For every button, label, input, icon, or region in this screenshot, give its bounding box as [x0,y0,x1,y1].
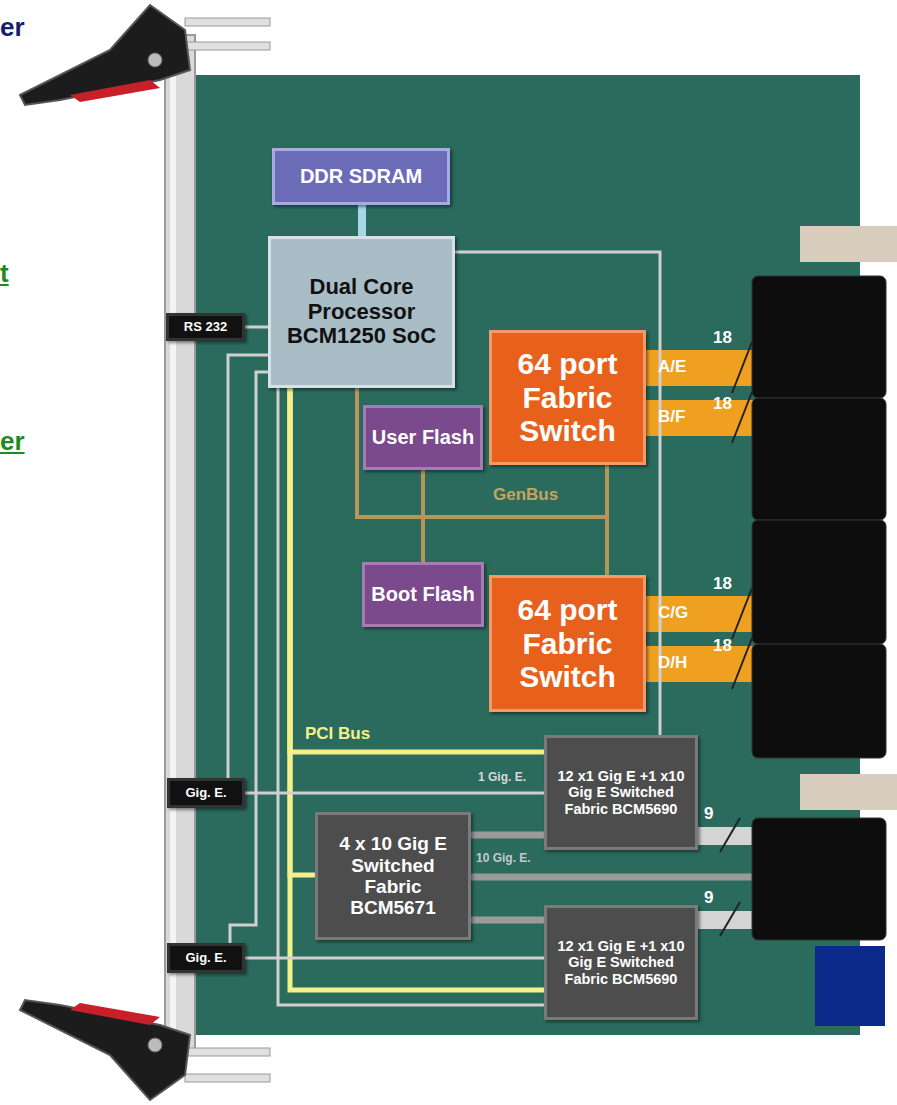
backplane-connector [752,818,886,940]
flash-box: Boot Flash [362,562,483,627]
bus-slash [732,342,752,393]
page-fragment: er [0,426,25,457]
lane-count: 18 [713,636,732,656]
bus-line [455,252,660,735]
bus-slash [732,588,752,639]
ejector-pivot [148,53,162,67]
bus-slash [720,818,740,852]
switch-chip-box: 4 x 10 Gig E Switched Fabric BCM5671 [315,812,471,940]
front-panel [165,35,195,1050]
node-text: Dual Core Processor BCM1250 SoC [287,275,437,349]
port-box: Gig. E. [167,778,245,808]
guide-pin [185,42,270,50]
bus-slash [720,902,740,936]
memory-box: DDR SDRAM [272,148,450,205]
ejector-pivot [148,1038,162,1052]
port-name: B/F [658,407,685,427]
bus-slash [732,392,752,443]
bus-line [358,205,366,236]
node-text: User Flash [372,426,474,448]
node-text: Boot Flash [371,583,474,605]
ten-gig-link [470,874,755,881]
bus-line [245,326,268,329]
bus-line [471,832,544,839]
node-text: DDR SDRAM [300,165,422,187]
guide-pin [185,1048,270,1056]
bus-name: GenBus [493,485,558,505]
lane-count: 18 [713,328,732,348]
page-fragment: t [0,258,9,289]
connector-key [800,226,897,262]
bus-line [471,917,544,924]
edge-label: 1 Gig. E. [476,770,528,784]
panel-highlight [170,35,176,1050]
backplane-connector [752,520,886,644]
node-text: RS 232 [184,320,227,335]
flash-box: User Flash [363,405,483,470]
guide-pin [185,1074,270,1082]
lane-count: 18 [713,574,732,594]
blue-block [815,946,885,1026]
switch-chip-box: 12 x1 Gig E +1 x10 Gig E Switched Fabric… [544,735,698,850]
bus-line [245,957,544,960]
node-text: Gig. E. [185,951,226,966]
node-text: 12 x1 Gig E +1 x10 Gig E Switched Fabric… [552,768,690,817]
processor-box: Dual Core Processor BCM1250 SoC [268,236,455,388]
page-fragment: er [0,12,25,43]
port-box: RS 232 [166,313,245,342]
bus-name: 10 Gig. E. [476,851,531,865]
lane-count: 9 [704,804,713,824]
guide-pin [185,18,270,26]
lane-count: 18 [713,394,732,414]
node-text: 4 x 10 Gig E Switched Fabric BCM5671 [323,833,463,918]
port-name: D/H [658,653,687,673]
backplane-connector [752,644,886,758]
backplane-connector [752,276,886,398]
switch-box: 64 port Fabric Switch [489,330,646,465]
bus-line [245,792,544,795]
ejector-handle [20,5,190,105]
node-text: 64 port Fabric Switch [498,593,638,694]
node-text: 12 x1 Gig E +1 x10 Gig E Switched Fabric… [552,938,690,987]
ejector-latch [70,1003,160,1025]
ejector-handle [20,1000,190,1100]
ejector-latch [70,80,160,102]
bus-line [228,355,268,778]
switch-chip-box: 12 x1 Gig E +1 x10 Gig E Switched Fabric… [544,905,698,1020]
bus-slash [732,638,752,689]
port-name: A/E [658,357,686,377]
bus-name: PCI Bus [305,724,370,744]
node-text: Gig. E. [185,786,226,801]
port-box: Gig. E. [167,943,245,973]
bus-line [230,372,268,943]
bus-line [290,388,315,875]
lane-count: 9 [704,888,713,908]
node-text: 64 port Fabric Switch [498,347,638,448]
port-name: C/G [658,603,688,623]
connector-key [800,774,897,810]
backplane-connector [752,398,886,520]
switch-box: 64 port Fabric Switch [489,575,646,712]
